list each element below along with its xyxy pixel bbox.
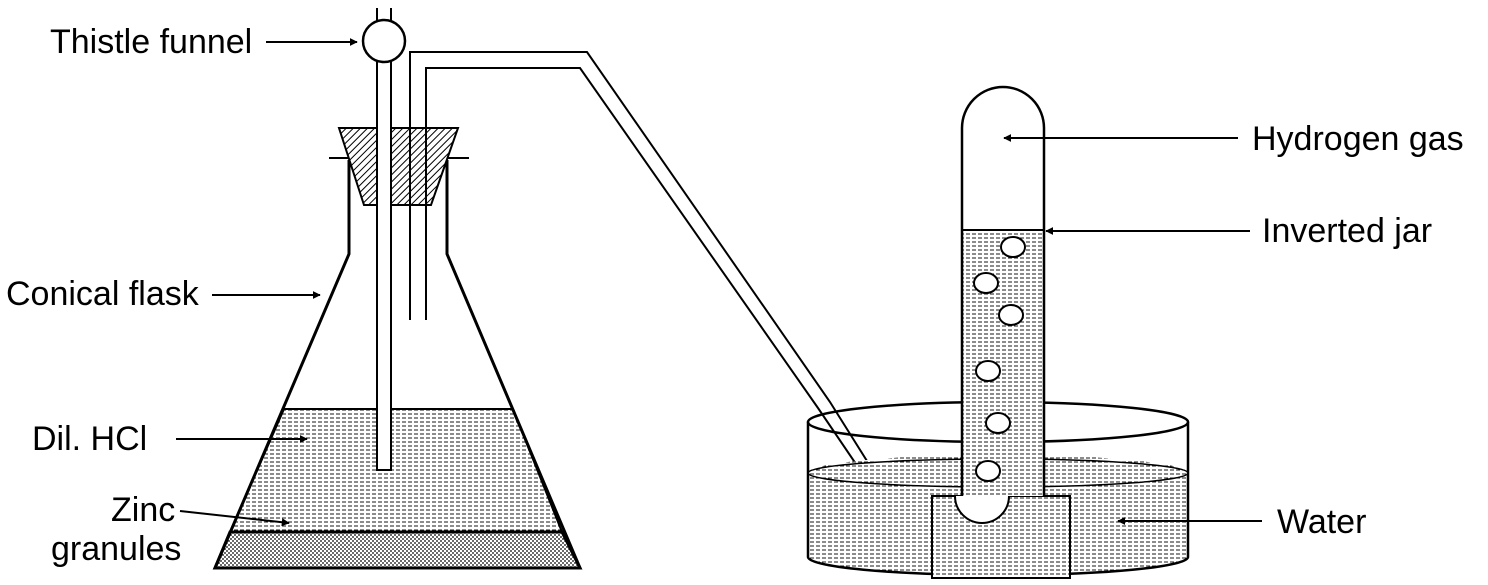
- hydrogen-bubble: [998, 304, 1024, 326]
- conical-flask: [212, 160, 583, 570]
- thistle-funnel-bulb: [361, 18, 407, 64]
- label-inverted-jar: Inverted jar: [1262, 212, 1432, 250]
- inverted-jar-water: [962, 230, 1044, 496]
- label-conical-flask: Conical flask: [6, 275, 200, 313]
- water-trough: [806, 400, 1190, 579]
- hydrogen-bubble: [975, 460, 1001, 482]
- label-hydrogen-gas: Hydrogen gas: [1252, 120, 1464, 158]
- label-thistle-funnel: Thistle funnel: [50, 23, 252, 61]
- arrow-zinc-granules: [179, 510, 290, 527]
- label-zinc: Zinc: [111, 491, 175, 529]
- label-granules: granules: [51, 530, 181, 568]
- rubber-stopper: [337, 127, 460, 206]
- zinc-granules-layer: [212, 530, 583, 570]
- conical-flask-assembly: [212, 8, 963, 570]
- label-dil-hcl: Dil. HCl: [32, 420, 147, 458]
- hydrogen-bubble: [985, 412, 1011, 434]
- label-water: Water: [1277, 503, 1366, 541]
- hydrogen-bubble: [975, 360, 1001, 382]
- inverted-jar: [960, 85, 1046, 496]
- beehive-shelf-hole: [954, 495, 1010, 524]
- thistle-funnel-stem: [376, 57, 392, 471]
- labels: Thistle funnel Conical flask Dil. HCl Zi…: [6, 23, 1464, 568]
- inverted-jar-assembly: [960, 85, 1046, 496]
- hydrogen-bubble: [973, 272, 999, 294]
- hydrogen-bubble: [1000, 236, 1026, 258]
- dil-hcl-liquid: [228, 408, 564, 533]
